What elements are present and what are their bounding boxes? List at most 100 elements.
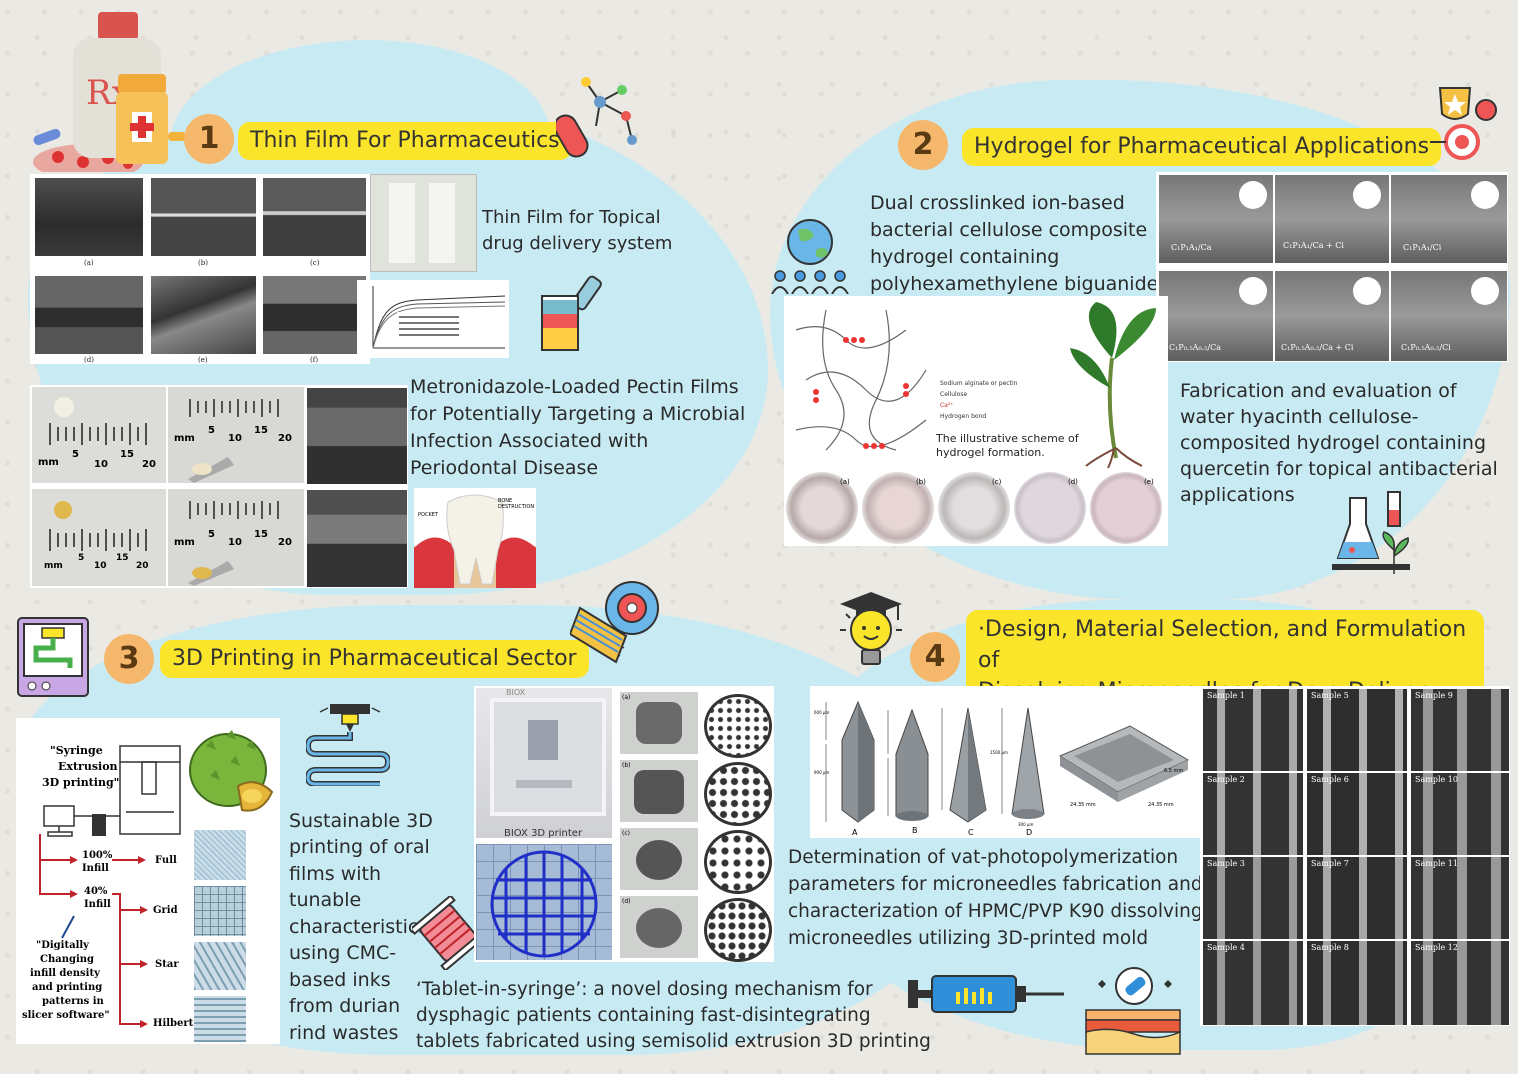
mn-sem-6: Sample 6 [1306, 772, 1408, 856]
mn-sample-5: Sample 5 [1311, 691, 1349, 700]
ruler-photo-2: mm 5 10 15 20 [168, 387, 304, 483]
determination-line1: Determination of vat-photopolymerization [788, 847, 1179, 868]
sem-caption-c: (c) [310, 259, 320, 267]
mn-sem-12: Sample 12 [1410, 940, 1510, 1026]
sem-caption-e: (e) [198, 356, 208, 364]
sustainable-line9: rind wastes [289, 1022, 399, 1044]
section-3-badge: 3 [104, 634, 154, 684]
fabrication-text-line3: composited hydrogel containing [1180, 432, 1487, 454]
syringe-icon [908, 966, 1064, 1022]
ruler4-tick-20: 20 [278, 537, 292, 548]
ruler4-tick-10: 10 [228, 537, 242, 548]
sem-image-b [150, 177, 257, 257]
section-2-title: Hydrogel for Pharmaceutical Applications [962, 128, 1442, 166]
release-curve-graph [357, 280, 509, 358]
hydrogel-sem-label-4: C₁P₀.₅A₀.₅/Ca [1169, 343, 1221, 352]
determination-line4: microneedles utilizing 3D-printed mold [788, 928, 1149, 949]
ruler2-tick-15: 15 [254, 425, 268, 436]
section-1-badge: 1 [184, 114, 234, 164]
pattern-full-label: Full [155, 855, 177, 866]
needle-label-d: D [1026, 828, 1033, 837]
fabrication-text-line1: Fabrication and evaluation of [1180, 380, 1457, 402]
pattern-hilbert-label: Hilbert [153, 1018, 194, 1029]
scheme-caption-line1: The illustrative scheme of [936, 432, 1079, 445]
section-4-badge: 4 [910, 632, 960, 682]
tablet-label-a: (a) [622, 694, 631, 701]
mn-sample-10: Sample 10 [1415, 775, 1458, 784]
metronidazole-text-line2: for Potentially Targeting a Microbial [410, 403, 746, 425]
biox-printer-photo: BIOX [476, 688, 612, 838]
flow-note-5: patterns in [42, 996, 104, 1007]
biox-printer-caption: BIOX 3D printer [504, 828, 583, 839]
needle-label-b: B [912, 826, 918, 835]
ruler3-unit: mm [44, 561, 63, 571]
ruler-photo-3: mm 5 10 15 20 [32, 489, 166, 586]
tooth-label-pocket: POCKET [418, 512, 438, 518]
globe-community-icon [770, 214, 850, 294]
tablet-in-syringe-line1: ‘Tablet-in-syringe’: a novel dosing mech… [416, 979, 873, 1000]
flow-title-line1: "Syringe [50, 744, 103, 757]
sem-image-f [262, 275, 367, 355]
topical-film-text-line2: drug delivery system [482, 233, 673, 254]
durian-icon [186, 726, 276, 818]
flow-note-6: slicer software" [22, 1010, 110, 1021]
flow-title-line3: 3D printing" [42, 776, 120, 789]
sustainable-line2: printing of oral [289, 836, 430, 858]
molecule-pill-icon [556, 76, 640, 158]
legend-cellulose: Cellulose [940, 391, 968, 398]
sem-caption-a: (a) [84, 259, 94, 267]
ruler4-tick-15: 15 [254, 529, 268, 540]
dim-6-5mm: 6.5 mm [1164, 768, 1184, 774]
tooth-label-bone: BONE DESTRUCTION [498, 498, 535, 510]
pectin-film-sem-2 [306, 489, 408, 588]
mn-sem-9: Sample 9 [1410, 688, 1510, 772]
fabrication-text-line5: applications [1180, 484, 1295, 506]
dish-label-b: (b) [916, 478, 926, 486]
ruler-photo-1: mm 5 10 15 20 [32, 387, 166, 483]
flow-note-3: infill density [30, 968, 100, 979]
3d-printer-icon [16, 616, 90, 698]
mn-sem-3: Sample 3 [1202, 856, 1304, 940]
needle-label-c: C [968, 828, 974, 837]
printer-drawing [40, 742, 190, 842]
hydrogel-sem-label-6: C₁P₀.₅A₀.₅/Ci [1401, 343, 1451, 352]
mn-sample-6: Sample 6 [1311, 775, 1349, 784]
pattern-hilbert-sample [194, 996, 246, 1042]
dim-900: 900 µm [814, 770, 830, 775]
flow-arrows [20, 834, 200, 1034]
tablet-label-d: (d) [622, 898, 631, 905]
section-3-title: 3D Printing in Pharmaceutical Sector [160, 640, 589, 678]
mn-sem-2: Sample 2 [1202, 772, 1304, 856]
tablet-in-syringe-line2: dysphagic patients containing fast-disin… [416, 1005, 871, 1026]
ruler1-tick-10: 10 [94, 459, 108, 470]
water-hyacinth-plant-image [1056, 298, 1168, 468]
ruler4-unit: mm [174, 537, 195, 548]
medicine-bottles-icon: Rx [28, 12, 188, 172]
sustainable-line4: tunable [289, 889, 362, 911]
sustainable-line6: using CMC- [289, 942, 397, 964]
mn-sem-7: Sample 7 [1306, 856, 1408, 940]
microneedle-shapes: A B C D 600 µm 900 µm 1500 µm 300 µm 6.5… [812, 690, 1198, 838]
section-4-title-line1: ·Design, Material Selection, and Formula… [978, 617, 1467, 673]
sustainable-line8: from durian [289, 995, 401, 1017]
metronidazole-text-line1: Metronidazole-Loaded Pectin Films [410, 376, 739, 398]
hydrogel-sem-1: C₁P₁A₁/Ca [1158, 174, 1274, 264]
dim-300: 300 µm [1018, 822, 1034, 827]
pattern-grid-label: Grid [153, 905, 178, 916]
ruler1-tick-20: 20 [142, 459, 156, 470]
mn-sample-9: Sample 9 [1415, 691, 1453, 700]
pattern-grid-sample [194, 886, 246, 936]
pattern-full-sample [194, 830, 246, 880]
dual-crosslinked-line4: polyhexamethylene biguanide [870, 273, 1159, 295]
ruler2-unit: mm [174, 433, 195, 444]
dish-label-d: (d) [1068, 478, 1078, 486]
dim-600: 600 µm [814, 710, 830, 715]
mn-sample-7: Sample 7 [1311, 859, 1349, 868]
ruler1-unit: mm [38, 457, 59, 468]
infill-40-label: 40% [84, 886, 108, 897]
infill-100-suffix: Infill [82, 863, 109, 874]
ruler4-tick-5: 5 [208, 529, 215, 540]
flow-note-2: Changing [40, 954, 95, 965]
determination-line3: characterization of HPMC/PVP K90 dissolv… [788, 901, 1203, 922]
